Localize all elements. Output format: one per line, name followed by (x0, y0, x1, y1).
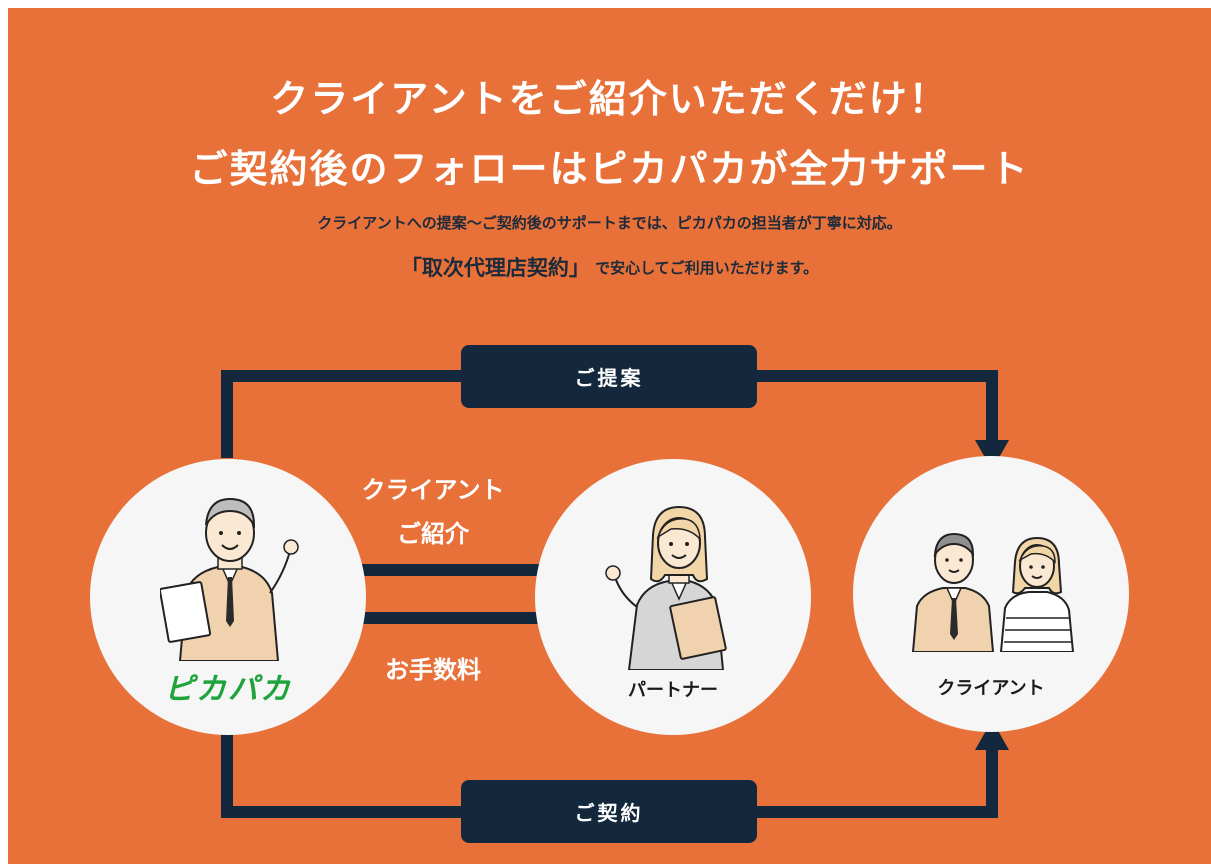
headline-line-1: クライアントをご紹介いただくだけ！ (270, 77, 949, 121)
referral-arrow-shaft (348, 564, 568, 576)
referral-label-line-2: ご紹介 (397, 520, 469, 548)
referral-label: クライアント ご紹介 (338, 468, 528, 556)
client-label: クライアント (937, 678, 1045, 699)
client-couple-illustration (911, 532, 1075, 652)
subtext-line-2: 「取次代理店契約」 で安心してご利用いただけます。 (8, 252, 1211, 282)
partner-circle: パートナー (535, 459, 811, 735)
contract-type-emphasis: 「取次代理店契約」 (400, 256, 590, 280)
proposal-arrowhead (975, 440, 1009, 470)
pikapaka-logo: ピカパカ (164, 672, 292, 707)
referral-panel: クライアントをご紹介いただくだけ！ ご契約後のフォローはピカパカが全力サポート … (8, 8, 1211, 864)
partner-label: パートナー (628, 680, 718, 701)
subtext-line-2-rest: で安心してご利用いただけます。 (595, 259, 819, 277)
headline-line-2: ご契約後のフォローはピカパカが全力サポート (189, 147, 1030, 191)
businessman-illustration (160, 497, 299, 661)
subtext-line-1: クライアントへの提案〜ご契約後のサポートまでは、ピカパカの担当者が丁寧に対応。 (317, 214, 902, 232)
proposal-pill: ご提案 (461, 345, 757, 408)
referral-label-line-1: クライアント (361, 476, 505, 504)
fee-arrow-shaft (338, 612, 554, 624)
fee-label: お手数料 (385, 656, 481, 684)
contract-pill: ご契約 (461, 780, 757, 843)
partner-woman-illustration (605, 505, 727, 670)
company-circle: ピカパカ (90, 459, 366, 735)
flow-connectors (221, 370, 1009, 818)
client-circle: クライアント (853, 456, 1129, 732)
contract-arrowhead (975, 720, 1009, 750)
